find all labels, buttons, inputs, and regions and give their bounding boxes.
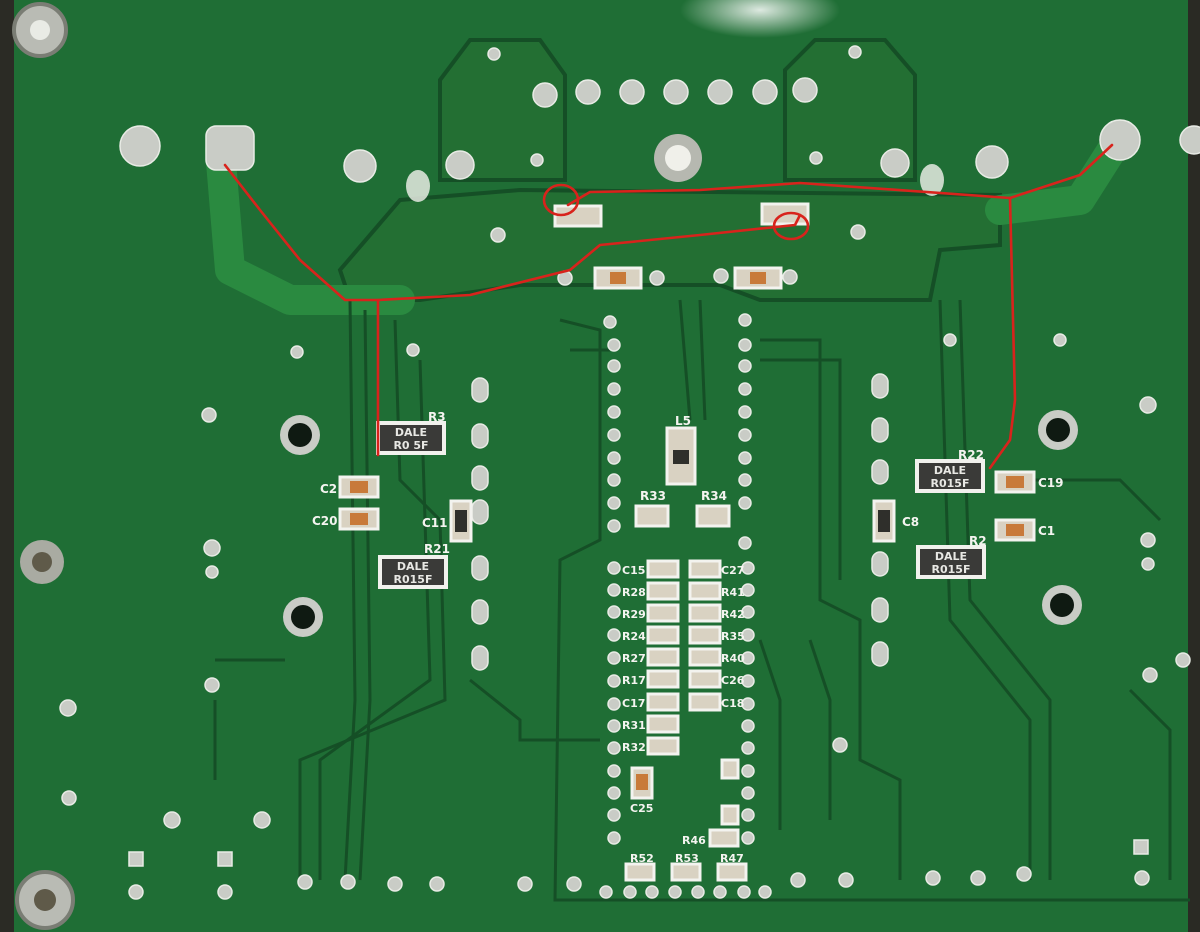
label-c1: C1 bbox=[1038, 524, 1055, 538]
label-c20: C20 bbox=[312, 514, 338, 528]
mounting-holes bbox=[12, 2, 1082, 930]
large-solder-pads bbox=[119, 77, 1200, 183]
shunt-r2-brand: DALE bbox=[935, 550, 967, 563]
ic-pin-column-left bbox=[599, 338, 682, 899]
top-smd-components bbox=[553, 202, 810, 290]
label-r34: R34 bbox=[701, 489, 727, 503]
label-c8: C8 bbox=[902, 515, 919, 529]
label-r22: R22 bbox=[958, 448, 984, 462]
label-c18: C18 bbox=[721, 697, 744, 710]
label-c15: C15 bbox=[622, 564, 645, 577]
shunt-r21-brand: DALE bbox=[397, 560, 429, 573]
label-r17: R17 bbox=[622, 674, 646, 687]
label-r35: R35 bbox=[721, 630, 745, 643]
label-c27: C27 bbox=[721, 564, 744, 577]
label-c26: C26 bbox=[721, 674, 745, 687]
label-r53: R53 bbox=[675, 852, 699, 865]
label-c19: C19 bbox=[1038, 476, 1064, 490]
shunt-r3-value: R0 5F bbox=[393, 439, 428, 452]
label-r46: R46 bbox=[682, 834, 706, 847]
red-rework-wires bbox=[223, 143, 1114, 470]
label-r47: R47 bbox=[720, 852, 744, 865]
label-r2: R2 bbox=[969, 534, 987, 548]
shunt-r22: DALE R015F bbox=[915, 459, 985, 493]
label-r31: R31 bbox=[622, 719, 646, 732]
label-c2: C2 bbox=[320, 482, 337, 496]
label-r42: R42 bbox=[721, 608, 745, 621]
label-r27: R27 bbox=[622, 652, 646, 665]
label-r3: R3 bbox=[428, 410, 446, 424]
vias bbox=[59, 45, 1191, 900]
rework-circle-left bbox=[542, 183, 580, 217]
label-r40: R40 bbox=[721, 652, 745, 665]
shunt-r21-value: R015F bbox=[394, 573, 433, 586]
label-r32: R32 bbox=[622, 741, 646, 754]
side-capacitors bbox=[338, 426, 1036, 543]
board-left-edge bbox=[0, 0, 14, 932]
label-r52: R52 bbox=[630, 852, 654, 865]
label-r28: R28 bbox=[622, 586, 646, 599]
oval-pads bbox=[471, 373, 889, 671]
label-c11: C11 bbox=[422, 516, 448, 530]
label-r24: R24 bbox=[622, 630, 646, 643]
label-l5: L5 bbox=[675, 414, 691, 428]
ic-pin-column-right bbox=[691, 338, 772, 899]
silkscreen-labels: R3 R21 R22 R2 C2 C20 C11 C8 C19 C1 L5 R3… bbox=[312, 410, 1064, 865]
label-c25: C25 bbox=[630, 802, 653, 815]
label-r33: R33 bbox=[640, 489, 666, 503]
shunt-r3: DALE R0 5F bbox=[376, 421, 446, 455]
light-reflection bbox=[920, 164, 944, 196]
label-c17: C17 bbox=[622, 697, 645, 710]
light-glare bbox=[680, 0, 840, 38]
label-r29: R29 bbox=[622, 608, 646, 621]
shunt-r22-value: R015F bbox=[931, 477, 970, 490]
label-r41: R41 bbox=[721, 586, 745, 599]
shunt-r22-brand: DALE bbox=[934, 464, 966, 477]
smd-resistor-array bbox=[624, 504, 748, 882]
shunt-r3-brand: DALE bbox=[395, 426, 427, 439]
rework-circle-right bbox=[772, 211, 810, 241]
label-r21: R21 bbox=[424, 542, 450, 556]
board-right-edge bbox=[1188, 0, 1200, 932]
shunt-r21: DALE R015F bbox=[378, 555, 448, 589]
shunt-r2: DALE R015F bbox=[916, 545, 986, 579]
shunt-r2-value: R015F bbox=[932, 563, 971, 576]
light-reflection bbox=[406, 170, 430, 202]
